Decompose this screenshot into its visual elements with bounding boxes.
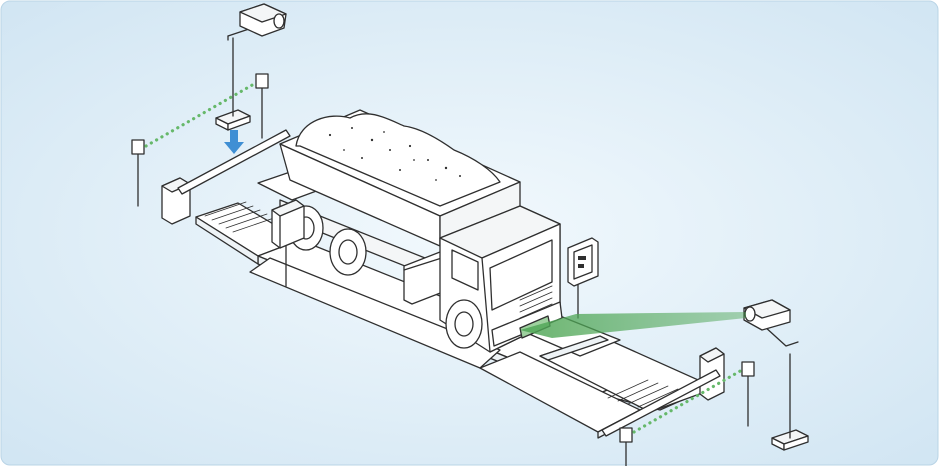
- camera-beam: [520, 312, 746, 338]
- exit-barrier: [601, 347, 725, 437]
- card-reader: [271, 199, 305, 287]
- entry-infrared-sensors: [131, 73, 269, 207]
- dump-truck: [279, 109, 563, 353]
- exit-camera: [743, 299, 809, 451]
- exit-infrared-sensors: [619, 361, 755, 466]
- down-arrow-icon: [224, 130, 244, 154]
- exit-sensor-beam: [632, 368, 744, 434]
- entry-camera: [215, 3, 287, 131]
- entry-barrier: [161, 129, 291, 225]
- entry-sensor-beam: [144, 82, 256, 148]
- display-terminal: [567, 237, 599, 319]
